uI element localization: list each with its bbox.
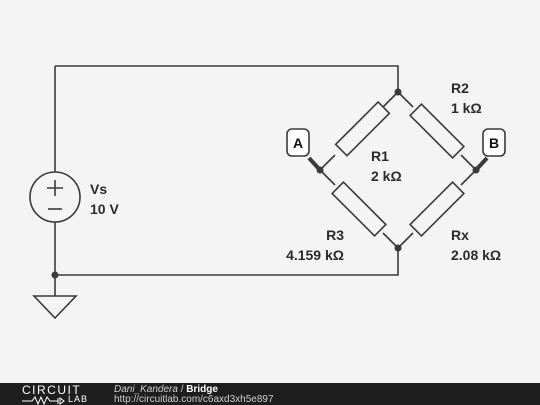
resistor-r1[interactable] [334, 100, 391, 157]
author-link[interactable]: Dani_Kandera [114, 384, 178, 395]
circuitlab-logo[interactable]: CIRCUIT LAB [22, 383, 98, 405]
plus-sign-icon [47, 180, 63, 196]
probe-b-label: B [489, 135, 499, 151]
circuit-title[interactable]: Bridge [186, 384, 218, 395]
probe-a[interactable]: A [286, 128, 310, 157]
r2-value: 1 kΩ [451, 100, 482, 116]
probe-a-label: A [293, 135, 303, 151]
wire-bridge-right-bottom[interactable] [460, 169, 477, 186]
wire-bottom[interactable] [55, 248, 399, 276]
r1-value: 2 kΩ [371, 168, 402, 184]
vs-label: Vs [90, 181, 107, 197]
node-top[interactable] [394, 88, 402, 96]
circuit-credit: Dani_Kandera / Bridge [114, 384, 218, 395]
r3-value: 4.159 kΩ [286, 247, 344, 263]
footer-bar: CIRCUIT LAB Dani_Kandera / Bridge http:/… [0, 383, 540, 405]
r2-label: R2 [451, 80, 469, 96]
wire-bridge-bottom-left[interactable] [382, 232, 399, 249]
rx-value: 2.08 kΩ [451, 247, 501, 263]
node-left[interactable] [316, 166, 324, 174]
r1-label: R1 [371, 148, 389, 164]
wire-bridge-top-right[interactable] [397, 91, 414, 108]
resistor-squiggle-icon [22, 396, 65, 405]
node-bottom[interactable] [394, 244, 402, 252]
resistor-r3[interactable] [330, 180, 388, 238]
credit-separator: / [177, 384, 187, 395]
probe-b[interactable]: B [482, 128, 506, 157]
logo-text-top: CIRCUIT [22, 383, 82, 397]
resistor-rx[interactable] [408, 180, 466, 238]
wire-bridge-right-top[interactable] [460, 154, 477, 171]
logo-text-bottom: LAB [68, 394, 89, 404]
wire-bridge-top-left[interactable] [382, 91, 399, 108]
wire-bridge-left-bottom[interactable] [319, 169, 336, 186]
node-right[interactable] [472, 166, 480, 174]
vs-value: 10 V [90, 201, 119, 217]
resistor-r2[interactable] [408, 102, 466, 160]
r3-label: R3 [326, 227, 344, 243]
node-ground[interactable] [51, 271, 59, 279]
schematic-canvas: A B Vs 10 V R1 2 kΩ R2 1 kΩ R3 4.159 kΩ … [29, 65, 506, 320]
wire-bridge-bottom-right[interactable] [397, 232, 414, 249]
rx-label: Rx [451, 227, 469, 243]
wire-top[interactable] [55, 65, 399, 92]
ground-icon[interactable] [32, 295, 78, 320]
voltage-source-vs[interactable] [29, 171, 81, 223]
wire-bridge-left-top[interactable] [319, 154, 336, 171]
circuit-url-link[interactable]: http://circuitlab.com/c6axd3xh5e897 [114, 394, 274, 405]
